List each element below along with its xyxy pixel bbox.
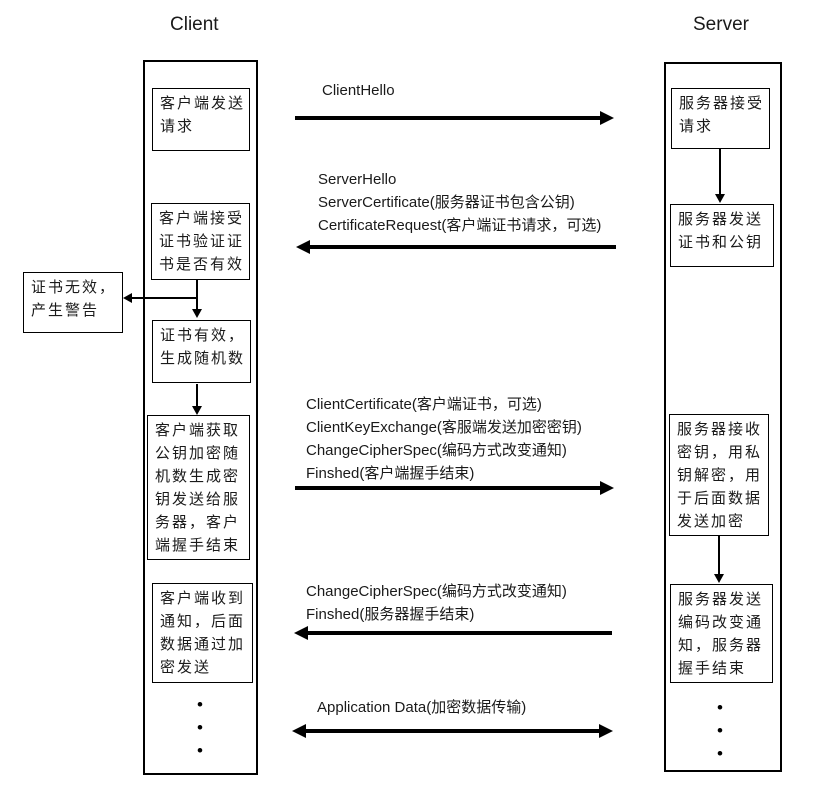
arrow-left-icon <box>123 293 132 303</box>
server-ellipsis-dots: • • • <box>717 698 723 763</box>
msg2-label-line1: ServerHello <box>318 171 397 188</box>
client-step-send-request: 客户端发送 请求 <box>152 88 250 151</box>
arrow-left-icon <box>296 240 310 254</box>
server-step-receive-key: 服务器接收 密钥，用私 钥解密，用 于后面数据 发送加密 <box>669 414 769 536</box>
arrow-right-icon <box>600 111 614 125</box>
msg3-label-line3: ChangeCipherSpec(编码方式改变通知) <box>306 442 567 459</box>
client-connector-line-1 <box>196 280 198 310</box>
server-step-accept-request: 服务器接受 请求 <box>671 88 770 149</box>
msg4-arrow-shaft <box>306 631 612 635</box>
msg5-arrow-shaft <box>304 729 600 733</box>
client-step-receive-notice: 客户端收到 通知，后面 数据通过加 密发送 <box>152 583 253 683</box>
server-connector-line-2 <box>718 536 720 575</box>
arrow-right-icon <box>600 481 614 495</box>
warning-box-cert-invalid: 证书无效， 产生警告 <box>23 272 123 333</box>
msg1-arrow-shaft <box>295 116 601 120</box>
server-title: Server <box>693 14 749 35</box>
client-step-encrypt-key: 客户端获取 公钥加密随 机数生成密 钥发送给服 务器，客户 端握手结束 <box>147 415 250 560</box>
msg3-label-line1: ClientCertificate(客户端证书，可选) <box>306 396 542 413</box>
msg2-label-line3: CertificateRequest(客户端证书请求，可选) <box>318 217 602 234</box>
arrow-left-icon <box>292 724 306 738</box>
arrow-down-icon <box>192 309 202 318</box>
msg3-label-line4: Finshed(客户端握手结束) <box>306 465 475 482</box>
arrow-down-icon <box>715 194 725 203</box>
arrow-right-icon <box>599 724 613 738</box>
arrow-down-icon <box>192 406 202 415</box>
msg1-label: ClientHello <box>322 82 395 99</box>
arrow-down-icon <box>714 574 724 583</box>
msg3-label-line2: ClientKeyExchange(客服端发送加密密钥) <box>306 419 582 436</box>
msg2-arrow-shaft <box>308 245 616 249</box>
client-title: Client <box>170 14 219 35</box>
arrow-left-icon <box>294 626 308 640</box>
client-step-verify-cert: 客户端接受 证书验证证 书是否有效 <box>151 203 250 280</box>
msg4-label-line1: ChangeCipherSpec(编码方式改变通知) <box>306 583 567 600</box>
msg4-label-line2: Finshed(服务器握手结束) <box>306 606 475 623</box>
server-step-send-change: 服务器发送 编码改变通 知，服务器 握手结束 <box>670 584 773 683</box>
msg3-arrow-shaft <box>295 486 601 490</box>
warning-branch-line <box>131 297 197 299</box>
client-connector-line-2 <box>196 384 198 407</box>
msg2-label-line2: ServerCertificate(服务器证书包含公钥) <box>318 194 575 211</box>
client-step-cert-valid: 证书有效， 生成随机数 <box>152 320 251 383</box>
client-ellipsis-dots: • • • <box>197 695 203 760</box>
server-step-send-cert: 服务器发送 证书和公钥 <box>670 204 774 267</box>
server-connector-line-1 <box>719 149 721 195</box>
msg5-label: Application Data(加密数据传输) <box>317 699 527 716</box>
